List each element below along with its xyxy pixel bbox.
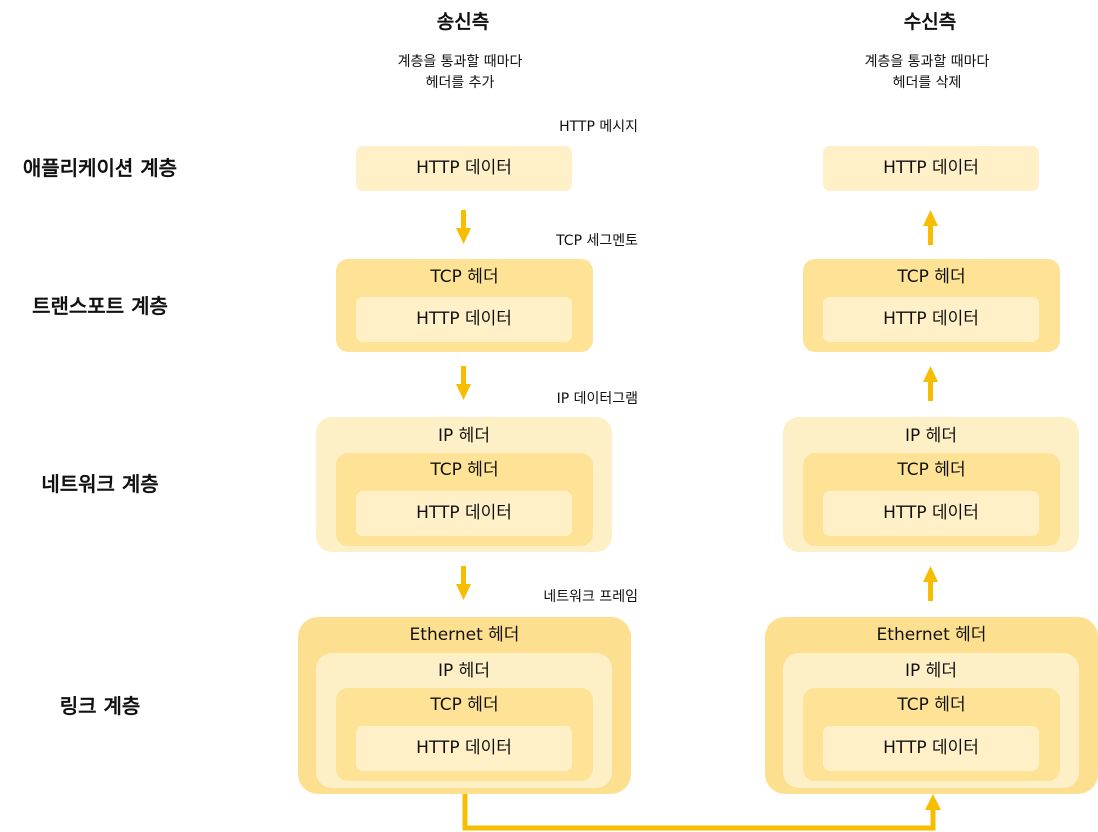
- ip-datagram-block: IP 헤더 TCP 헤더 HTTP 데이터: [316, 653, 612, 788]
- receiver-ip-datagram: IP 헤더 TCP 헤더 HTTP 데이터: [783, 417, 1079, 552]
- http-data-block: HTTP 데이터: [823, 726, 1039, 771]
- http-data-block: HTTP 데이터: [356, 726, 572, 771]
- unit-label-http-message: HTTP 메시지: [559, 119, 638, 135]
- ip-datagram-block: IP 헤더 TCP 헤더 HTTP 데이터: [783, 653, 1079, 788]
- sender-desc-line2: 헤더를 추가: [425, 75, 495, 91]
- ethernet-header-label: Ethernet 헤더: [876, 625, 987, 645]
- receiver-desc-line2: 헤더를 삭제: [892, 75, 962, 91]
- tcp-segment-block: TCP 헤더 HTTP 데이터: [803, 453, 1060, 546]
- physical-link-connector: [462, 794, 941, 831]
- layer-label-link: 링크 계층: [59, 694, 141, 718]
- layer-label-network: 네트워크 계층: [41, 472, 159, 496]
- tcp-header-label: TCP 헤더: [430, 460, 499, 480]
- sender-ip-datagram: IP 헤더 TCP 헤더 HTTP 데이터: [316, 417, 612, 552]
- ip-header-label: IP 헤더: [905, 426, 957, 446]
- ethernet-header-label: Ethernet 헤더: [409, 625, 520, 645]
- tcp-header-label: TCP 헤더: [897, 267, 966, 287]
- ip-header-label: IP 헤더: [905, 661, 957, 681]
- receiver-ethernet-frame: Ethernet 헤더 IP 헤더 TCP 헤더 HTTP 데이터: [765, 617, 1098, 794]
- receiver-tcp-segment: TCP 헤더 HTTP 데이터: [803, 259, 1060, 352]
- ip-header-label: IP 헤더: [438, 661, 490, 681]
- tcp-header-label: TCP 헤더: [430, 695, 499, 715]
- sender-title: 송신측: [436, 11, 490, 33]
- tcp-segment-block: TCP 헤더 HTTP 데이터: [336, 688, 593, 781]
- sender-description: 계층을 통과할 때마다 헤더를 추가: [340, 52, 580, 94]
- receiver-description: 계층을 통과할 때마다 헤더를 삭제: [807, 52, 1047, 94]
- http-data-block: HTTP 데이터: [823, 491, 1039, 536]
- unit-label-ip-datagram: IP 데이터그램: [556, 391, 638, 407]
- http-data-block: HTTP 데이터: [356, 297, 572, 342]
- receiver-desc-line1: 계층을 통과할 때마다: [864, 54, 990, 70]
- ip-header-label: IP 헤더: [438, 426, 490, 446]
- sender-tcp-segment: TCP 헤더 HTTP 데이터: [336, 259, 593, 352]
- tcp-header-label: TCP 헤더: [897, 460, 966, 480]
- arrow-up-icon: [925, 794, 941, 810]
- tcp-segment-block: TCP 헤더 HTTP 데이터: [803, 688, 1060, 781]
- arrow-up-icon: [923, 566, 938, 601]
- arrow-down-icon: [456, 366, 471, 400]
- arrow-down-icon: [456, 566, 471, 600]
- tcp-header-label: TCP 헤더: [897, 695, 966, 715]
- arrow-up-icon: [923, 210, 938, 245]
- receiver-app-http-data: HTTP 데이터: [823, 146, 1039, 191]
- sender-desc-line1: 계층을 통과할 때마다: [397, 54, 523, 70]
- unit-label-tcp-segment: TCP 세그멘토: [556, 233, 638, 249]
- layer-label-application: 애플리케이션 계층: [22, 156, 178, 180]
- unit-label-network-frame: 네트워크 프레임: [543, 589, 638, 605]
- arrow-up-icon: [923, 366, 938, 401]
- arrow-down-icon: [456, 210, 471, 244]
- http-data-block: HTTP 데이터: [356, 491, 572, 536]
- sender-app-http-data: HTTP 데이터: [356, 146, 572, 191]
- tcp-segment-block: TCP 헤더 HTTP 데이터: [336, 453, 593, 546]
- http-data-block: HTTP 데이터: [823, 297, 1039, 342]
- layer-label-transport: 트랜스포트 계층: [32, 294, 168, 318]
- receiver-title: 수신측: [903, 11, 957, 33]
- sender-ethernet-frame: Ethernet 헤더 IP 헤더 TCP 헤더 HTTP 데이터: [298, 617, 631, 794]
- tcp-header-label: TCP 헤더: [430, 267, 499, 287]
